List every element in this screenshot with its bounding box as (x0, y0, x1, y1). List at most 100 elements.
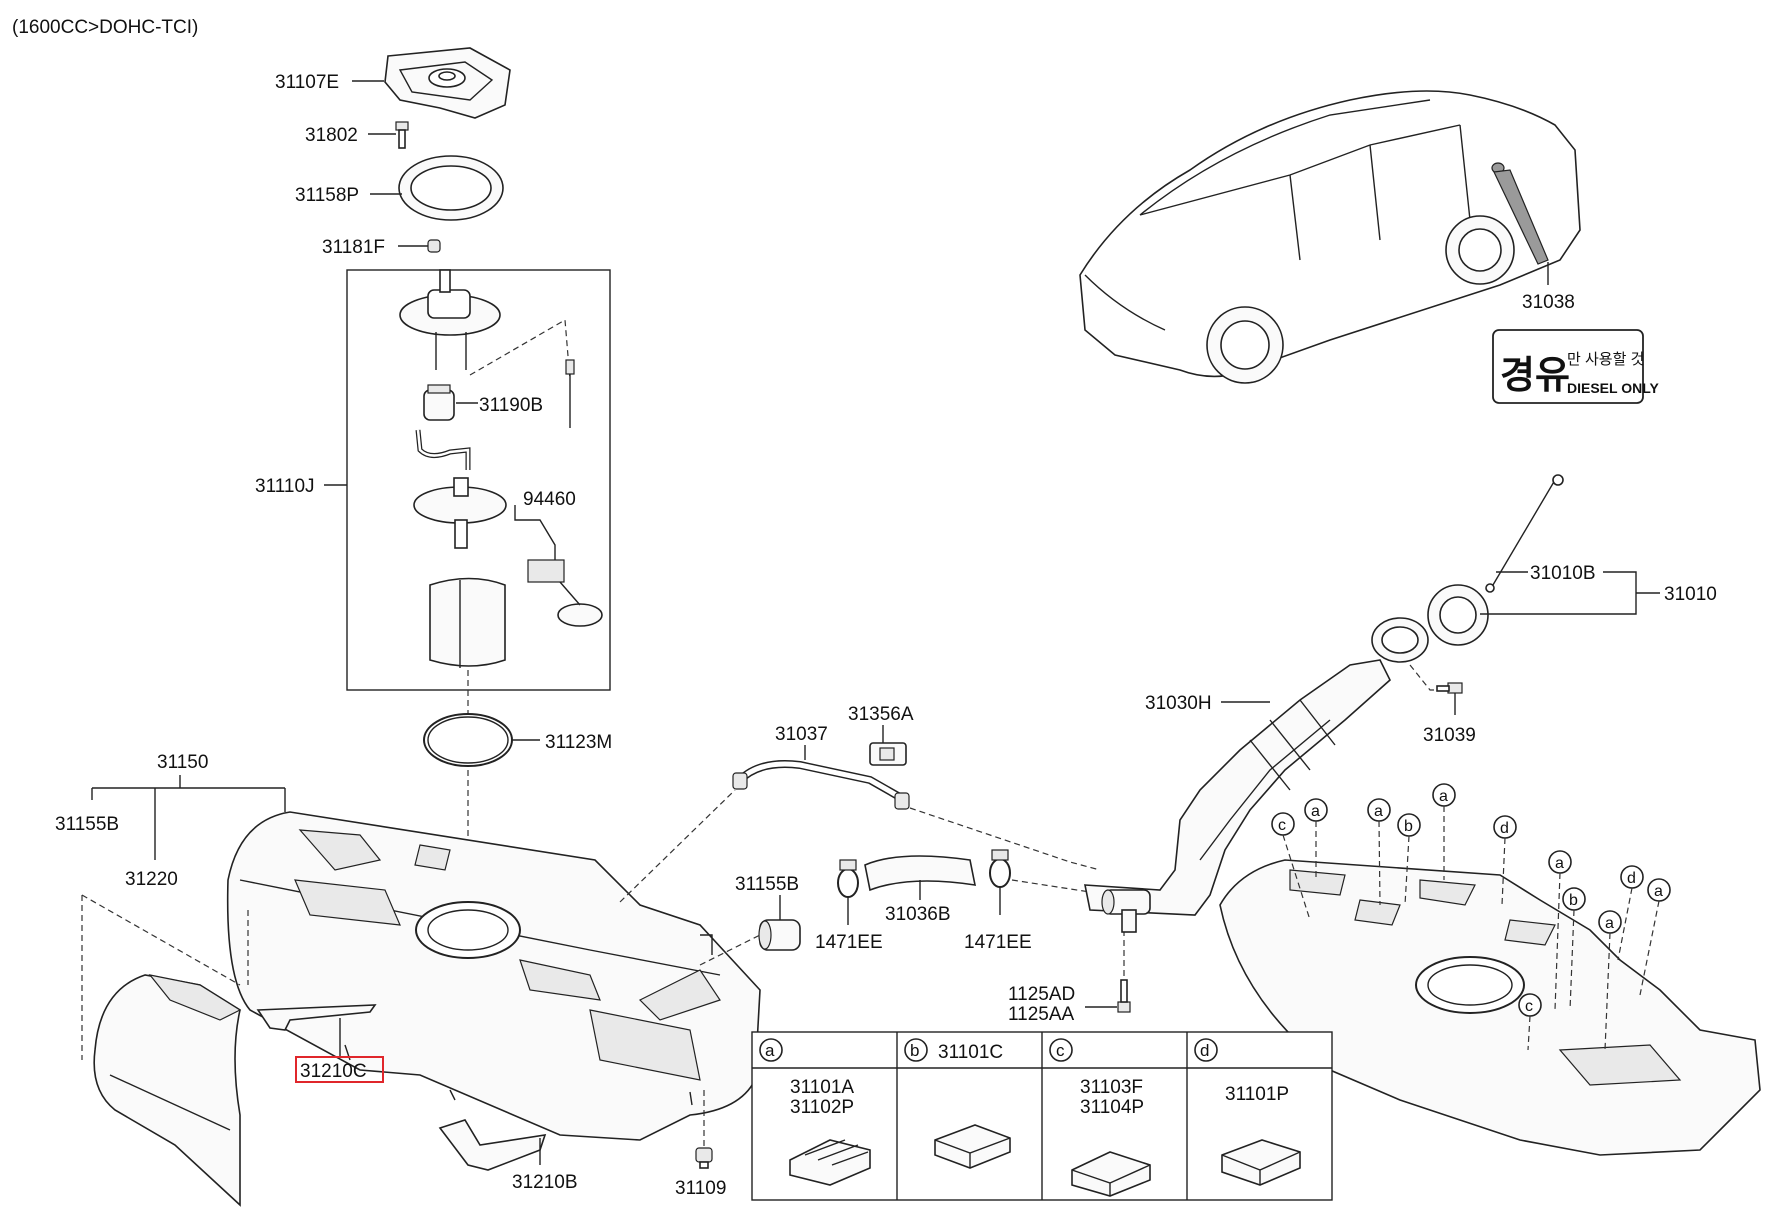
decal-korean-fuel: 경유 (1500, 355, 1570, 397)
legend-a-part-2: 31102P (790, 1097, 854, 1118)
callout-text: a (1374, 803, 1383, 820)
label-31036B: 31036B (885, 904, 951, 925)
callout-text: a (1654, 883, 1663, 900)
callout-text: a (1311, 803, 1320, 820)
label-31356A: 31356A (848, 704, 914, 725)
callout-a-6: a (1598, 910, 1622, 1051)
screw-31802[interactable] (395, 121, 409, 149)
bracket-31210C[interactable] (256, 1004, 377, 1031)
legend-key-a: a (765, 1041, 775, 1060)
legend-d-part-1: 31101P (1225, 1084, 1289, 1105)
decal-english: DIESEL ONLY (1567, 380, 1659, 396)
vent-hose-31037[interactable] (732, 760, 910, 810)
filler-neck-31030H[interactable] (1084, 617, 1429, 933)
fuel-pump-31190B[interactable] (423, 384, 455, 421)
label-31210B: 31210B (512, 1172, 578, 1193)
connector-31155B[interactable] (758, 919, 801, 951)
legend-a-part-1: 31101A (790, 1077, 854, 1098)
label-31802: 31802 (305, 125, 358, 146)
label-31037: 31037 (775, 724, 828, 745)
callout-text: b (1569, 892, 1578, 909)
callout-text: a (1605, 915, 1614, 932)
label-31210C: 31210C (300, 1061, 367, 1082)
pump-assembly-frame (346, 269, 611, 691)
label-31107E: 31107E (275, 72, 339, 93)
fuel-sender-94460[interactable] (514, 505, 603, 627)
decal-korean-only: 만 사용할 것 (1567, 351, 1644, 368)
legend-key-c: c (1056, 1041, 1065, 1060)
fuel-cap-31010B[interactable] (1427, 474, 1564, 646)
filter-housing[interactable] (413, 477, 507, 549)
callout-text: a (1439, 788, 1448, 805)
grommet-31109[interactable] (695, 1147, 713, 1169)
clip-31356A[interactable] (869, 742, 907, 766)
callout-a-4: a (1548, 850, 1572, 1011)
legend-cell-b[interactable]: b 31101C (904, 1038, 1011, 1169)
engine-spec-title: (1600CC>DOHC-TCI) (12, 17, 198, 38)
callout-c-1: c (1271, 812, 1311, 921)
callout-a-3: a (1432, 783, 1456, 880)
callout-group: c a a b a d a d b a a c (1271, 783, 1671, 1051)
o-ring-31123M[interactable] (423, 713, 513, 767)
legend-cell-d[interactable]: d 31101P (1194, 1038, 1301, 1186)
cap-31181F[interactable] (427, 239, 441, 253)
label-1471EE-right: 1471EE (964, 932, 1032, 953)
callout-text: b (1404, 818, 1413, 835)
label-31155B-left: 31155B (55, 814, 119, 835)
legend-b-title: 31101C (938, 1042, 1003, 1063)
legend-key-d: d (1200, 1041, 1209, 1060)
pump-flange[interactable] (399, 269, 501, 370)
callout-c-2: c (1518, 993, 1542, 1051)
label-31010: 31010 (1664, 584, 1717, 605)
callout-a-1: a (1304, 798, 1328, 880)
label-31039: 31039 (1423, 725, 1476, 746)
leader-31010 (1480, 571, 1660, 615)
clamp-1471EE-right[interactable] (989, 849, 1011, 888)
cover-plate-31107E[interactable] (384, 47, 511, 119)
legend-cell-c[interactable]: c 31103F 31104P (1049, 1038, 1151, 1197)
hose-31036B[interactable] (864, 855, 977, 892)
label-94460: 94460 (523, 489, 576, 510)
callout-a-5: a (1639, 878, 1671, 996)
label-1125AA: 1125AA (1008, 1004, 1075, 1025)
label-31181F: 31181F (322, 237, 385, 258)
callout-text: d (1627, 870, 1636, 887)
clamp-1471EE-left[interactable] (837, 859, 859, 898)
legend-cell-a[interactable]: a 31101A 31102P (759, 1038, 871, 1186)
callout-d-1: d (1493, 815, 1517, 906)
label-31123M: 31123M (545, 732, 612, 753)
gasket-ring-31158P[interactable] (398, 155, 504, 221)
pad-legend-table: a 31101A 31102P b 31101C c 31103F 31104P (751, 1031, 1333, 1201)
label-31038: 31038 (1522, 292, 1575, 313)
callout-text: c (1525, 998, 1533, 1015)
label-31158P: 31158P (295, 185, 359, 206)
callout-d-2: d (1617, 865, 1644, 961)
label-31190B: 31190B (479, 395, 543, 416)
label-31150: 31150 (157, 752, 208, 773)
fuel-reservoir[interactable] (429, 577, 506, 669)
label-31109: 31109 (675, 1178, 726, 1199)
vehicle-illustration (1079, 90, 1581, 384)
heat-shield-31220[interactable] (93, 974, 242, 1207)
callout-text: a (1555, 855, 1564, 872)
bolt-1125AD-AA[interactable] (1117, 979, 1131, 1013)
callout-text: d (1500, 820, 1509, 837)
label-31030H: 31030H (1145, 693, 1212, 714)
label-1471EE-left: 1471EE (815, 932, 883, 953)
label-1125AD: 1125AD (1008, 984, 1075, 1005)
label-31010B: 31010B (1530, 563, 1596, 584)
level-wire (565, 359, 575, 428)
fuel-tank-detail-view (1219, 859, 1761, 1156)
callout-a-2: a (1367, 798, 1391, 906)
diesel-only-decal-31038[interactable]: 경유 만 사용할 것 DIESEL ONLY (1492, 329, 1659, 404)
label-31155B-mid: 31155B (735, 874, 799, 895)
label-31110J: 31110J (255, 476, 315, 497)
leader-31150 (91, 775, 286, 860)
callout-b-2: b (1562, 887, 1586, 1011)
callout-text: c (1278, 817, 1286, 834)
callout-b-1: b (1397, 813, 1421, 906)
screw-31039[interactable] (1436, 682, 1463, 694)
bracket-31210B[interactable] (438, 1119, 547, 1171)
fuel-tank-31150[interactable] (226, 811, 761, 1141)
